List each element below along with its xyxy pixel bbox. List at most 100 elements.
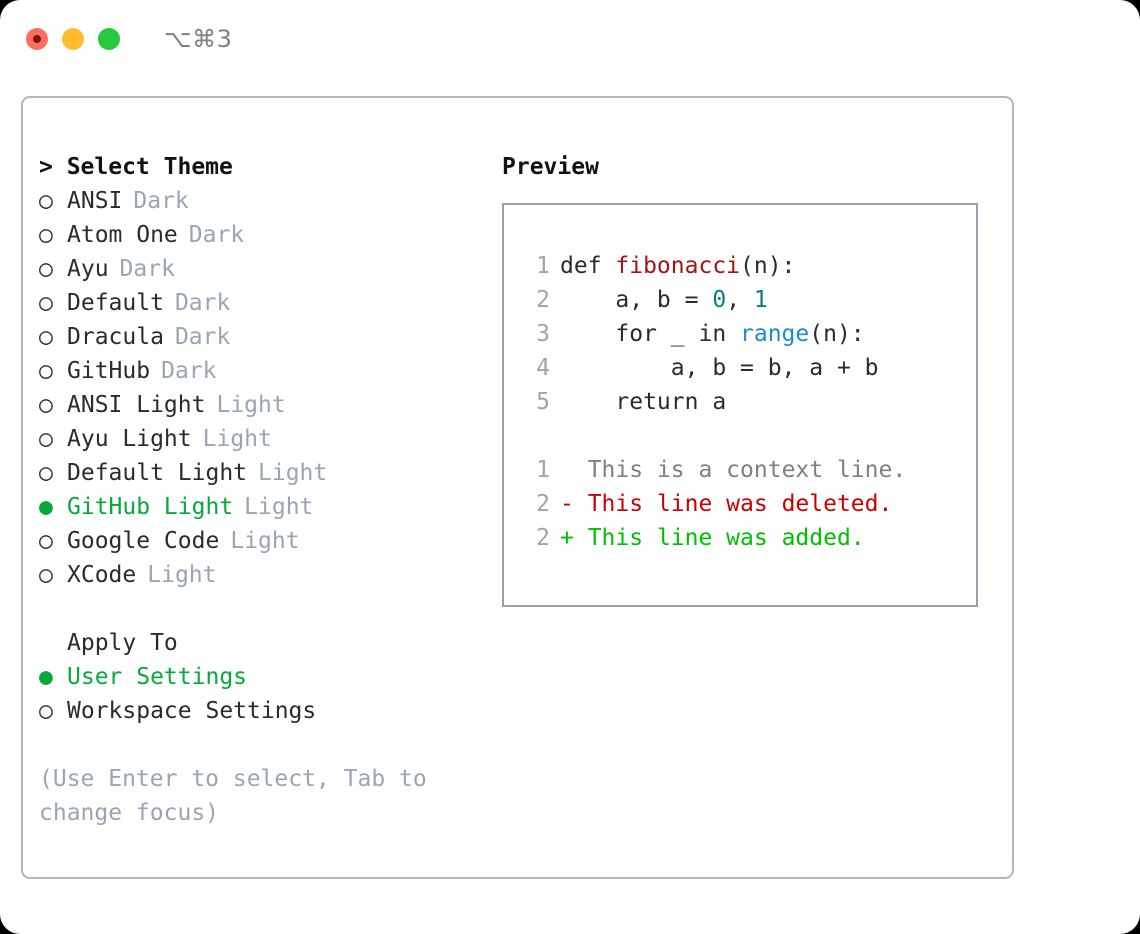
code-line: 2 a, b = 0, 1 bbox=[524, 283, 976, 317]
theme-name: Default bbox=[67, 290, 164, 316]
radio-unselected-icon: ○ bbox=[39, 188, 53, 214]
code-diff-separator bbox=[524, 419, 976, 453]
theme-list-item[interactable]: ○ Google Code Light bbox=[39, 524, 479, 558]
spacer bbox=[39, 592, 479, 626]
select-theme-header: > Select Theme bbox=[39, 154, 233, 180]
apply-to-list[interactable]: ●User Settings ○ Workspace Settings bbox=[39, 660, 479, 728]
theme-variant-tag: Dark bbox=[161, 358, 217, 384]
code-token: a, b = b, a + b bbox=[560, 355, 879, 381]
theme-name: GitHub bbox=[67, 358, 151, 384]
apply-to-item[interactable]: ○ Workspace Settings bbox=[39, 694, 479, 728]
code-token: fibonacci bbox=[615, 253, 741, 279]
diff-text: This line was deleted. bbox=[573, 491, 893, 517]
line-number: 5 bbox=[536, 389, 550, 415]
theme-list-item[interactable]: ○ GitHub Dark bbox=[39, 354, 479, 388]
line-number: 2 bbox=[536, 287, 550, 313]
apply-to-name: User Settings bbox=[67, 664, 248, 690]
line-number: 2 bbox=[536, 525, 550, 551]
theme-variant-tag: Light bbox=[216, 392, 286, 418]
close-window-button[interactable] bbox=[26, 28, 48, 50]
maximize-window-button[interactable] bbox=[98, 28, 120, 50]
keyboard-shortcut-label: ⌥⌘3 bbox=[164, 25, 233, 53]
line-number: 3 bbox=[536, 321, 550, 347]
title-bar: ⌥⌘3 bbox=[0, 0, 1140, 78]
code-line: 5 return a bbox=[524, 385, 976, 419]
code-token: , bbox=[726, 287, 754, 313]
line-number: 1 bbox=[536, 457, 550, 483]
theme-variant-tag: Light bbox=[244, 494, 314, 520]
code-token: return a bbox=[560, 389, 727, 415]
radio-unselected-icon: ○ bbox=[39, 392, 53, 418]
radio-unselected-icon: ○ bbox=[39, 528, 53, 554]
theme-list-item[interactable]: ○ Default Dark bbox=[39, 286, 479, 320]
theme-variant-tag: Dark bbox=[188, 222, 245, 248]
theme-name: Atom One bbox=[67, 222, 178, 248]
line-number: 1 bbox=[536, 253, 550, 279]
diff-line: 1 This is a context line. bbox=[524, 453, 976, 487]
theme-variant-tag: Light bbox=[230, 528, 300, 554]
theme-variant-tag: Dark bbox=[133, 188, 189, 214]
theme-list-item[interactable]: ○ XCode Light bbox=[39, 558, 479, 592]
theme-name: Google Code bbox=[67, 528, 220, 554]
theme-name: Ayu Light bbox=[67, 426, 192, 452]
theme-variant-tag: Dark bbox=[119, 256, 175, 282]
code-token: for _ in bbox=[560, 321, 741, 347]
radio-unselected-icon: ○ bbox=[39, 324, 53, 350]
radio-unselected-icon: ○ bbox=[39, 358, 53, 384]
minimize-window-button[interactable] bbox=[62, 28, 84, 50]
radio-unselected-icon: ○ bbox=[39, 222, 53, 248]
code-token: 0 bbox=[712, 287, 727, 313]
radio-unselected-icon: ○ bbox=[39, 426, 53, 452]
apply-to-name: Workspace Settings bbox=[67, 698, 317, 724]
diff-sign: + bbox=[560, 525, 574, 551]
diff-line: 2- This line was deleted. bbox=[524, 487, 976, 521]
code-line: 3 for _ in range(n): bbox=[524, 317, 976, 351]
diff-text: This line was added. bbox=[573, 525, 865, 551]
theme-name: Dracula bbox=[67, 324, 164, 350]
theme-list-item[interactable]: ○ Atom One Dark bbox=[39, 218, 479, 252]
theme-list-item[interactable]: ○ Ayu Light Light bbox=[39, 422, 479, 456]
window-controls bbox=[26, 28, 120, 50]
radio-unselected-icon: ○ bbox=[39, 562, 53, 588]
radio-unselected-icon: ○ bbox=[39, 290, 53, 316]
code-token: (n): bbox=[740, 253, 796, 279]
diff-text: This is a context line. bbox=[573, 457, 907, 483]
code-line: 4 a, b = b, a + b bbox=[524, 351, 976, 385]
code-token: (n): bbox=[809, 321, 865, 347]
diff-sign: - bbox=[560, 491, 574, 517]
theme-name: Default Light bbox=[67, 460, 248, 486]
theme-list-item[interactable]: ○ Dracula Dark bbox=[39, 320, 479, 354]
diff-sample: 1 This is a context line.2- This line wa… bbox=[524, 453, 976, 555]
radio-unselected-icon: ○ bbox=[39, 256, 53, 282]
line-number: 4 bbox=[536, 355, 550, 381]
theme-variant-tag: Light bbox=[147, 562, 217, 588]
radio-selected-icon: ● bbox=[39, 494, 53, 520]
diff-sign bbox=[560, 457, 574, 483]
radio-unselected-icon: ○ bbox=[39, 460, 53, 486]
theme-list-item[interactable]: ○ ANSI Light Light bbox=[39, 388, 479, 422]
radio-unselected-icon: ○ bbox=[39, 698, 53, 724]
apply-to-label: Apply To bbox=[67, 630, 178, 656]
theme-name: ANSI Light bbox=[67, 392, 206, 418]
apply-to-item[interactable]: ●User Settings bbox=[39, 660, 479, 694]
theme-name: XCode bbox=[67, 562, 137, 588]
code-token: def bbox=[560, 253, 616, 279]
code-token: 1 bbox=[753, 287, 768, 313]
theme-name: ANSI bbox=[67, 188, 123, 214]
code-line: 1 def fibonacci(n): bbox=[524, 249, 976, 283]
theme-variant-tag: Dark bbox=[174, 290, 231, 316]
theme-variant-tag: Light bbox=[202, 426, 272, 452]
theme-list-item[interactable]: ○ ANSI Dark bbox=[39, 184, 479, 218]
theme-variant-tag: Dark bbox=[174, 324, 231, 350]
code-token: a, b = bbox=[560, 287, 713, 313]
